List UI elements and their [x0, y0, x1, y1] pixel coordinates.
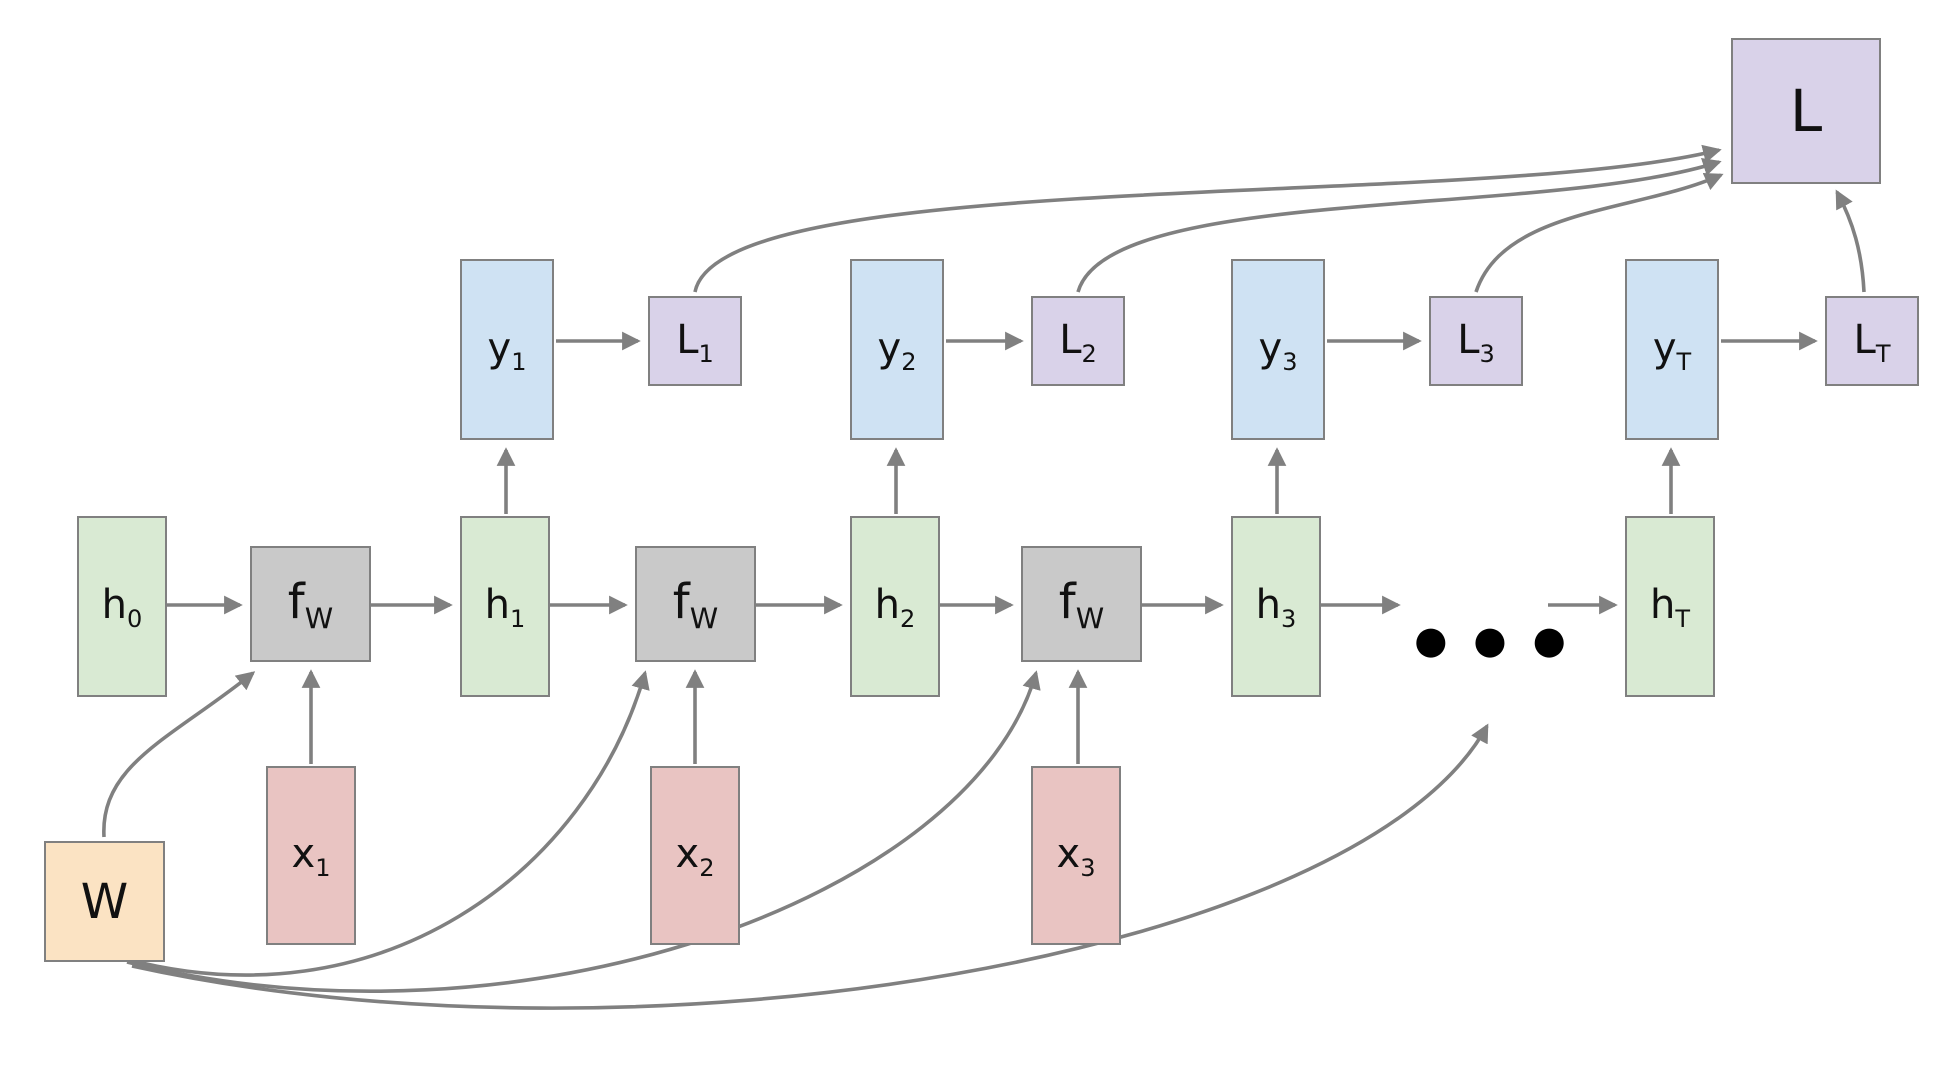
node-h1-label: h1: [484, 582, 526, 633]
arrow-W-to-fw1: [102, 671, 256, 838]
node-x1-label: x1: [291, 831, 331, 882]
node-h2-label: h2: [874, 582, 916, 633]
node-L3-label: L3: [1457, 316, 1495, 368]
node-x3: x3: [1031, 766, 1121, 945]
node-L1: L1: [648, 296, 742, 386]
node-h1: h1: [460, 516, 550, 697]
node-x1: x1: [266, 766, 356, 945]
node-fw2: fW: [635, 546, 756, 662]
node-hT: hT: [1625, 516, 1715, 697]
node-LT: LT: [1825, 296, 1919, 386]
arrow-LT-to-L: [1835, 189, 1866, 293]
node-y1: y1: [460, 259, 554, 440]
node-hT-label: hT: [1649, 582, 1691, 633]
node-y1-label: y1: [487, 325, 527, 376]
node-yT: yT: [1625, 259, 1719, 440]
node-h0: h0: [77, 516, 167, 697]
node-L2: L2: [1031, 296, 1125, 386]
node-h3: h3: [1231, 516, 1321, 697]
node-h3-label: h3: [1255, 582, 1297, 633]
node-yT-label: yT: [1652, 325, 1692, 376]
node-W-label: W: [80, 873, 129, 930]
node-fw3: fW: [1021, 546, 1142, 662]
arrow-L3-to-L: [1474, 172, 1724, 293]
arrow-L2-to-L: [1076, 157, 1722, 293]
node-x2: x2: [650, 766, 740, 945]
node-fw1: fW: [250, 546, 371, 662]
node-total-loss-label: L: [1789, 77, 1823, 145]
node-y2: y2: [850, 259, 944, 440]
arrow-W-to-fw2: [121, 670, 650, 977]
node-L2-label: L2: [1059, 316, 1097, 368]
node-fw3-label: fW: [1058, 574, 1105, 636]
node-W: W: [44, 841, 165, 962]
node-L3: L3: [1429, 296, 1523, 386]
node-fw2-label: fW: [672, 574, 719, 636]
node-y3: y3: [1231, 259, 1325, 440]
arrow-W-to-fw3: [126, 670, 1041, 993]
node-total-loss: L: [1731, 38, 1881, 184]
arrow-L1-to-L: [693, 144, 1722, 293]
node-fw1-label: fW: [287, 574, 334, 636]
arrow-W-to-future-cell: [131, 723, 1489, 1010]
node-y2-label: y2: [877, 325, 917, 376]
ellipsis-dots: ●●●: [1414, 618, 1592, 662]
node-x3-label: x3: [1056, 831, 1096, 882]
node-y3-label: y3: [1258, 325, 1298, 376]
node-L1-label: L1: [676, 316, 714, 368]
node-x2-label: x2: [675, 831, 715, 882]
node-LT-label: LT: [1853, 316, 1891, 368]
node-h2: h2: [850, 516, 940, 697]
node-h0-label: h0: [101, 582, 143, 633]
